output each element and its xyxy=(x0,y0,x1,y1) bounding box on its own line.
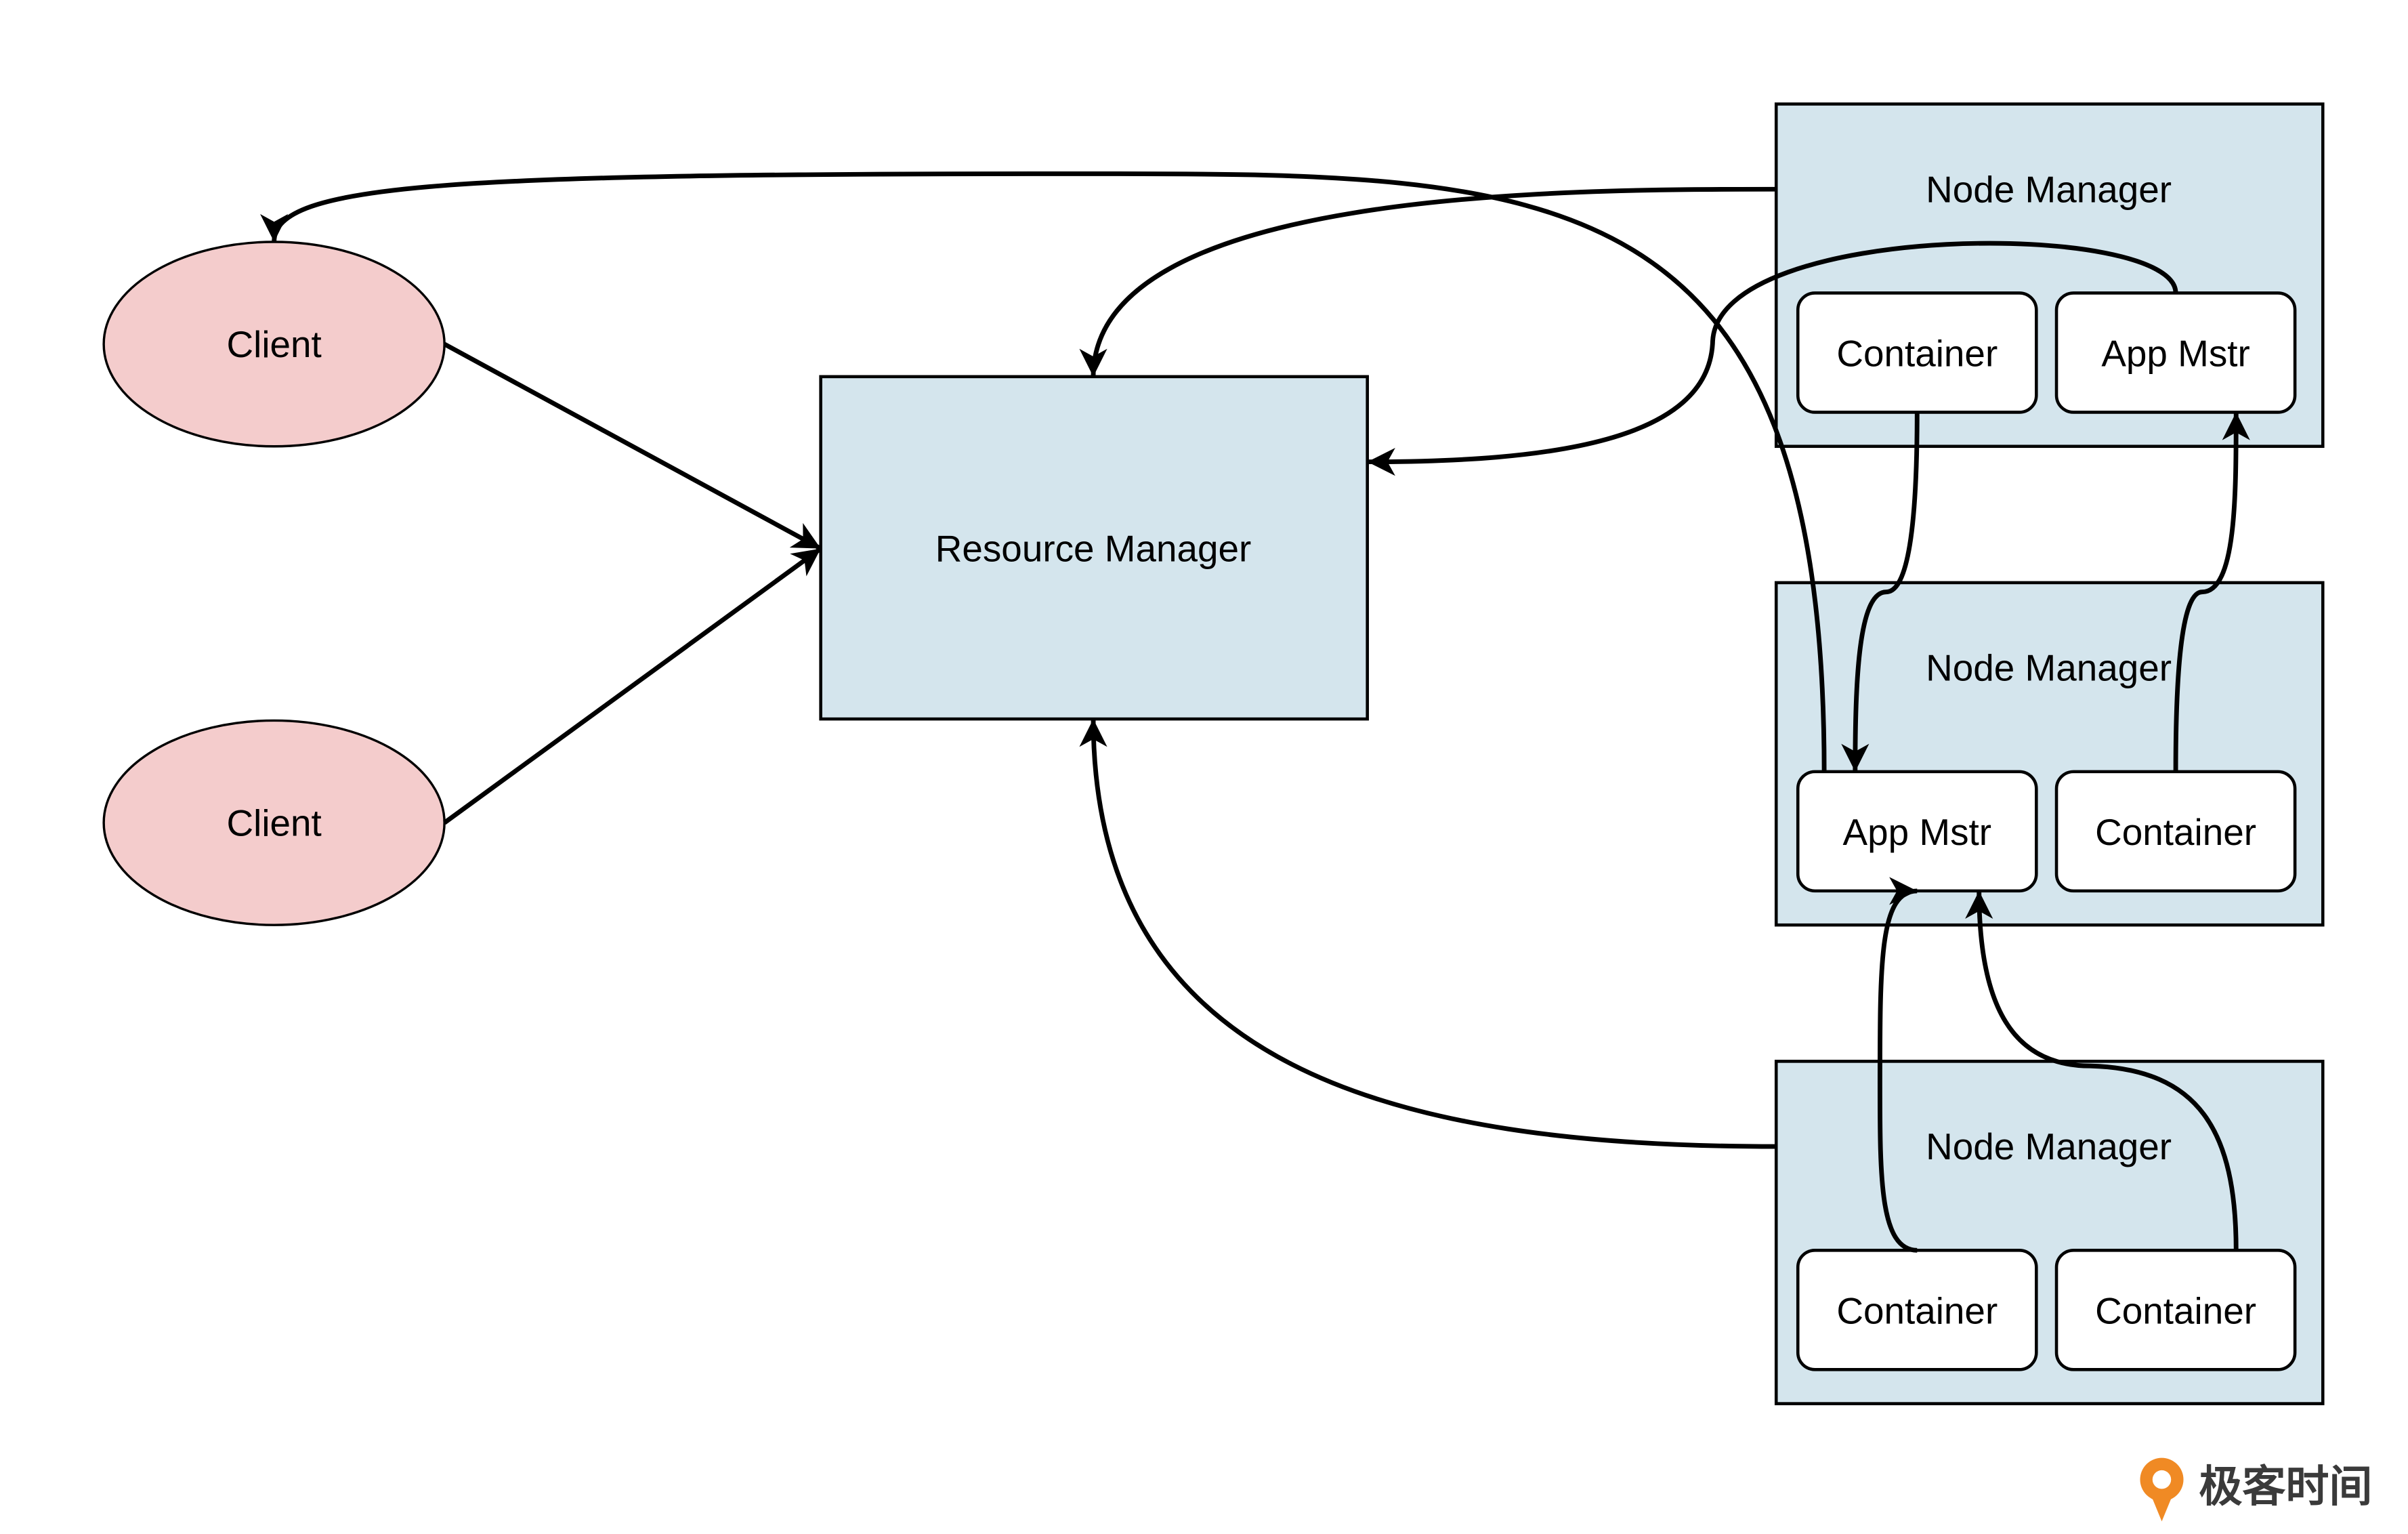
watermark: 极客时间 xyxy=(2140,1457,2372,1522)
node-manager-2[interactable]: Node Manager App Mstr Container xyxy=(1774,581,2325,927)
node-manager-2-label: Node Manager xyxy=(1926,647,2172,689)
edge-client-top-to-resource-manager xyxy=(443,341,822,551)
node-2-container[interactable]: Container xyxy=(2054,770,2297,893)
client-top[interactable]: Client xyxy=(102,241,446,448)
logo-tail xyxy=(2151,1495,2173,1522)
logo-hole xyxy=(2152,1470,2172,1489)
watermark-text: 极客时间 xyxy=(2199,1462,2372,1512)
edge-node-1-to-resource-manager xyxy=(1079,186,1777,377)
node-2-app-master[interactable]: App Mstr xyxy=(1796,770,2038,893)
edge-node-2-app-master-to-client xyxy=(260,171,1827,772)
node-3-container-left-label: Container xyxy=(1836,1289,1998,1331)
edge-node-1-container-to-node-2-app-master xyxy=(1841,412,1920,772)
node-2-app-master-label: App Mstr xyxy=(1843,811,1992,853)
edge-client-bottom-to-resource-manager xyxy=(443,546,822,825)
node-3-container-right[interactable]: Container xyxy=(2054,1249,2297,1371)
node-manager-1-label: Node Manager xyxy=(1926,168,2172,210)
edge-node-3-container-left-to-node-2-app-master xyxy=(1877,877,1918,1253)
node-manager-3-label: Node Manager xyxy=(1926,1125,2172,1167)
edge-node-3-container-right-to-node-2-app-master xyxy=(1965,890,2239,1251)
node-3-container-right-label: Container xyxy=(2095,1289,2256,1331)
edges xyxy=(260,171,2250,1253)
node-1-app-master[interactable]: App Mstr xyxy=(2054,291,2297,414)
node-1-container-label: Container xyxy=(1836,333,1998,375)
resource-manager-label: Resource Manager xyxy=(935,528,1252,570)
client-top-label: Client xyxy=(227,323,322,365)
node-1-container[interactable]: Container xyxy=(1796,291,2038,414)
node-manager-1[interactable]: Node Manager Container App Mstr xyxy=(1774,102,2325,449)
node-3-container-left[interactable]: Container xyxy=(1796,1249,2038,1371)
node-2-container-label: Container xyxy=(2095,811,2256,853)
geektime-logo-icon xyxy=(2140,1457,2184,1522)
resource-manager[interactable]: Resource Manager xyxy=(819,375,1369,721)
node-1-app-master-label: App Mstr xyxy=(2101,333,2250,375)
edge-node-2-container-to-node-1-app-master xyxy=(2173,412,2250,772)
client-bottom[interactable]: Client xyxy=(102,719,446,926)
node-3-container-right-box xyxy=(2054,1249,2297,1371)
node-manager-3[interactable]: Node Manager Container Container xyxy=(1774,1060,2325,1405)
client-bottom-label: Client xyxy=(227,802,322,844)
edge-node-3-to-resource-manager xyxy=(1079,719,1777,1149)
